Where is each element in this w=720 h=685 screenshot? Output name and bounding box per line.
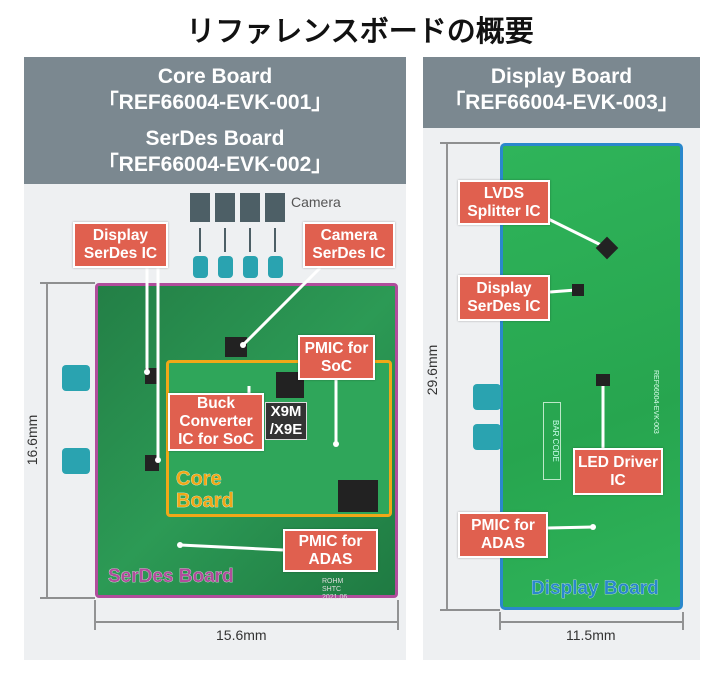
label-display-serdes-ic: Display SerDes IC [73,222,168,268]
camera-connector [193,256,208,278]
camera-serdes-chip [225,337,247,357]
header-line: 「REF66004-EVK-002」 [97,153,333,176]
silkscreen-text: REF66004-EVK-003 [652,370,659,434]
label-lvds-splitter-ic: LVDS Splitter IC [458,180,550,225]
camera-icon [240,193,260,222]
label-pmic-for-soc: PMIC for SoC [298,335,375,380]
header-line: 「REF66004-EVK-001」 [97,91,333,114]
camera-connector [218,256,233,278]
silkscreen-text: ROHM SHTC 2021.06 [322,578,348,601]
header-line: Display Board [490,65,633,88]
width-dimension: 15.6mm [216,627,267,643]
camera-icon [190,193,210,222]
soc-label: X9M /X9E [265,402,307,440]
label-led-driver-ic: LED Driver IC [573,448,663,495]
label-camera-serdes-ic: Camera SerDes IC [303,222,395,268]
page-title: リファレンスボードの概要 [186,16,534,48]
left-panel-header: Core Board 「REF66004-EVK-001」 SerDes Boa… [24,57,406,184]
camera-connector [268,256,283,278]
serdes-chip [572,284,584,296]
camera-icon [215,193,235,222]
label-buck-converter: Buck Converter IC for SoC [168,393,264,451]
camera-icon [265,193,285,222]
camera-connector [243,256,258,278]
pcie-slot [338,480,378,512]
core-board-label: Core Board [176,468,234,513]
label-display-serdes-ic: Display SerDes IC [458,275,550,321]
header-line: 「REF66004-EVK-003」 [444,91,679,114]
label-pmic-for-adas: PMIC for ADAS [458,512,548,558]
side-connector [62,448,90,474]
display-board-label: Display Board [531,578,659,600]
camera-label: Camera [291,194,341,210]
label-pmic-for-adas: PMIC for ADAS [283,529,378,572]
width-dimension: 11.5mm [566,627,616,643]
barcode-area: BAR CODE [543,402,561,480]
side-connector [473,384,501,410]
side-connector [473,424,501,450]
led-driver-chip [596,374,610,386]
header-line: SerDes Board [145,127,285,150]
right-panel-header: Display Board 「REF66004-EVK-003」 [423,57,700,128]
header-line: Core Board [157,65,273,88]
side-connector [62,365,90,391]
serdes-board-label: SerDes Board [108,566,234,588]
